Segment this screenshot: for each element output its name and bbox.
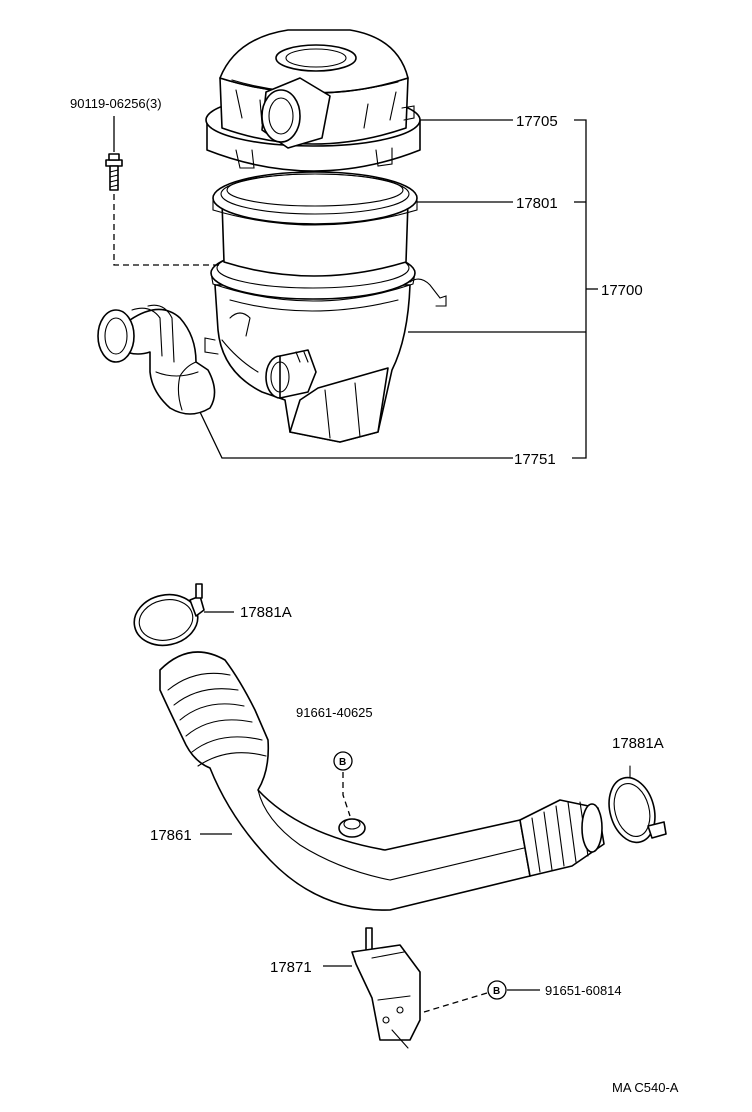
case-hose-elbow — [97, 304, 216, 415]
bolt-part-number: 90119-06256(3) — [70, 96, 162, 111]
bracket-part-number: 17871 — [270, 959, 312, 976]
air-intake-hose — [159, 651, 605, 911]
upper-leader-lines — [113, 116, 598, 459]
hose-part-number: 17861 — [150, 827, 192, 844]
hose-bracket — [351, 927, 421, 1049]
element-part-number: 17801 — [516, 195, 558, 212]
hose-clamp-upper — [133, 583, 234, 647]
clip-upper-part-number: 91661-40625 — [296, 705, 373, 720]
diagram-code: MA C540-A — [612, 1080, 679, 1095]
air-filter-element — [212, 171, 418, 277]
clip-lower-part-number: 91651-60814 — [545, 983, 622, 998]
air-cleaner-case — [204, 278, 447, 443]
clamp-lower-part-number: 17881A — [612, 735, 664, 752]
svg-text:B: B — [493, 986, 500, 997]
marker-b-upper: B — [333, 751, 353, 771]
air-cleaner-assembly — [97, 29, 447, 443]
bolt — [105, 153, 123, 191]
air-cleaner-cap — [205, 29, 421, 172]
svg-text:B: B — [339, 757, 346, 768]
case-hose-part-number: 17751 — [514, 451, 556, 468]
marker-b-lower: B — [487, 980, 507, 1000]
assembly-part-number: 17700 — [601, 282, 643, 299]
clamp-upper-part-number: 17881A — [240, 604, 292, 621]
cap-part-number: 17705 — [516, 113, 558, 130]
hose-clamp-lower — [608, 765, 667, 844]
